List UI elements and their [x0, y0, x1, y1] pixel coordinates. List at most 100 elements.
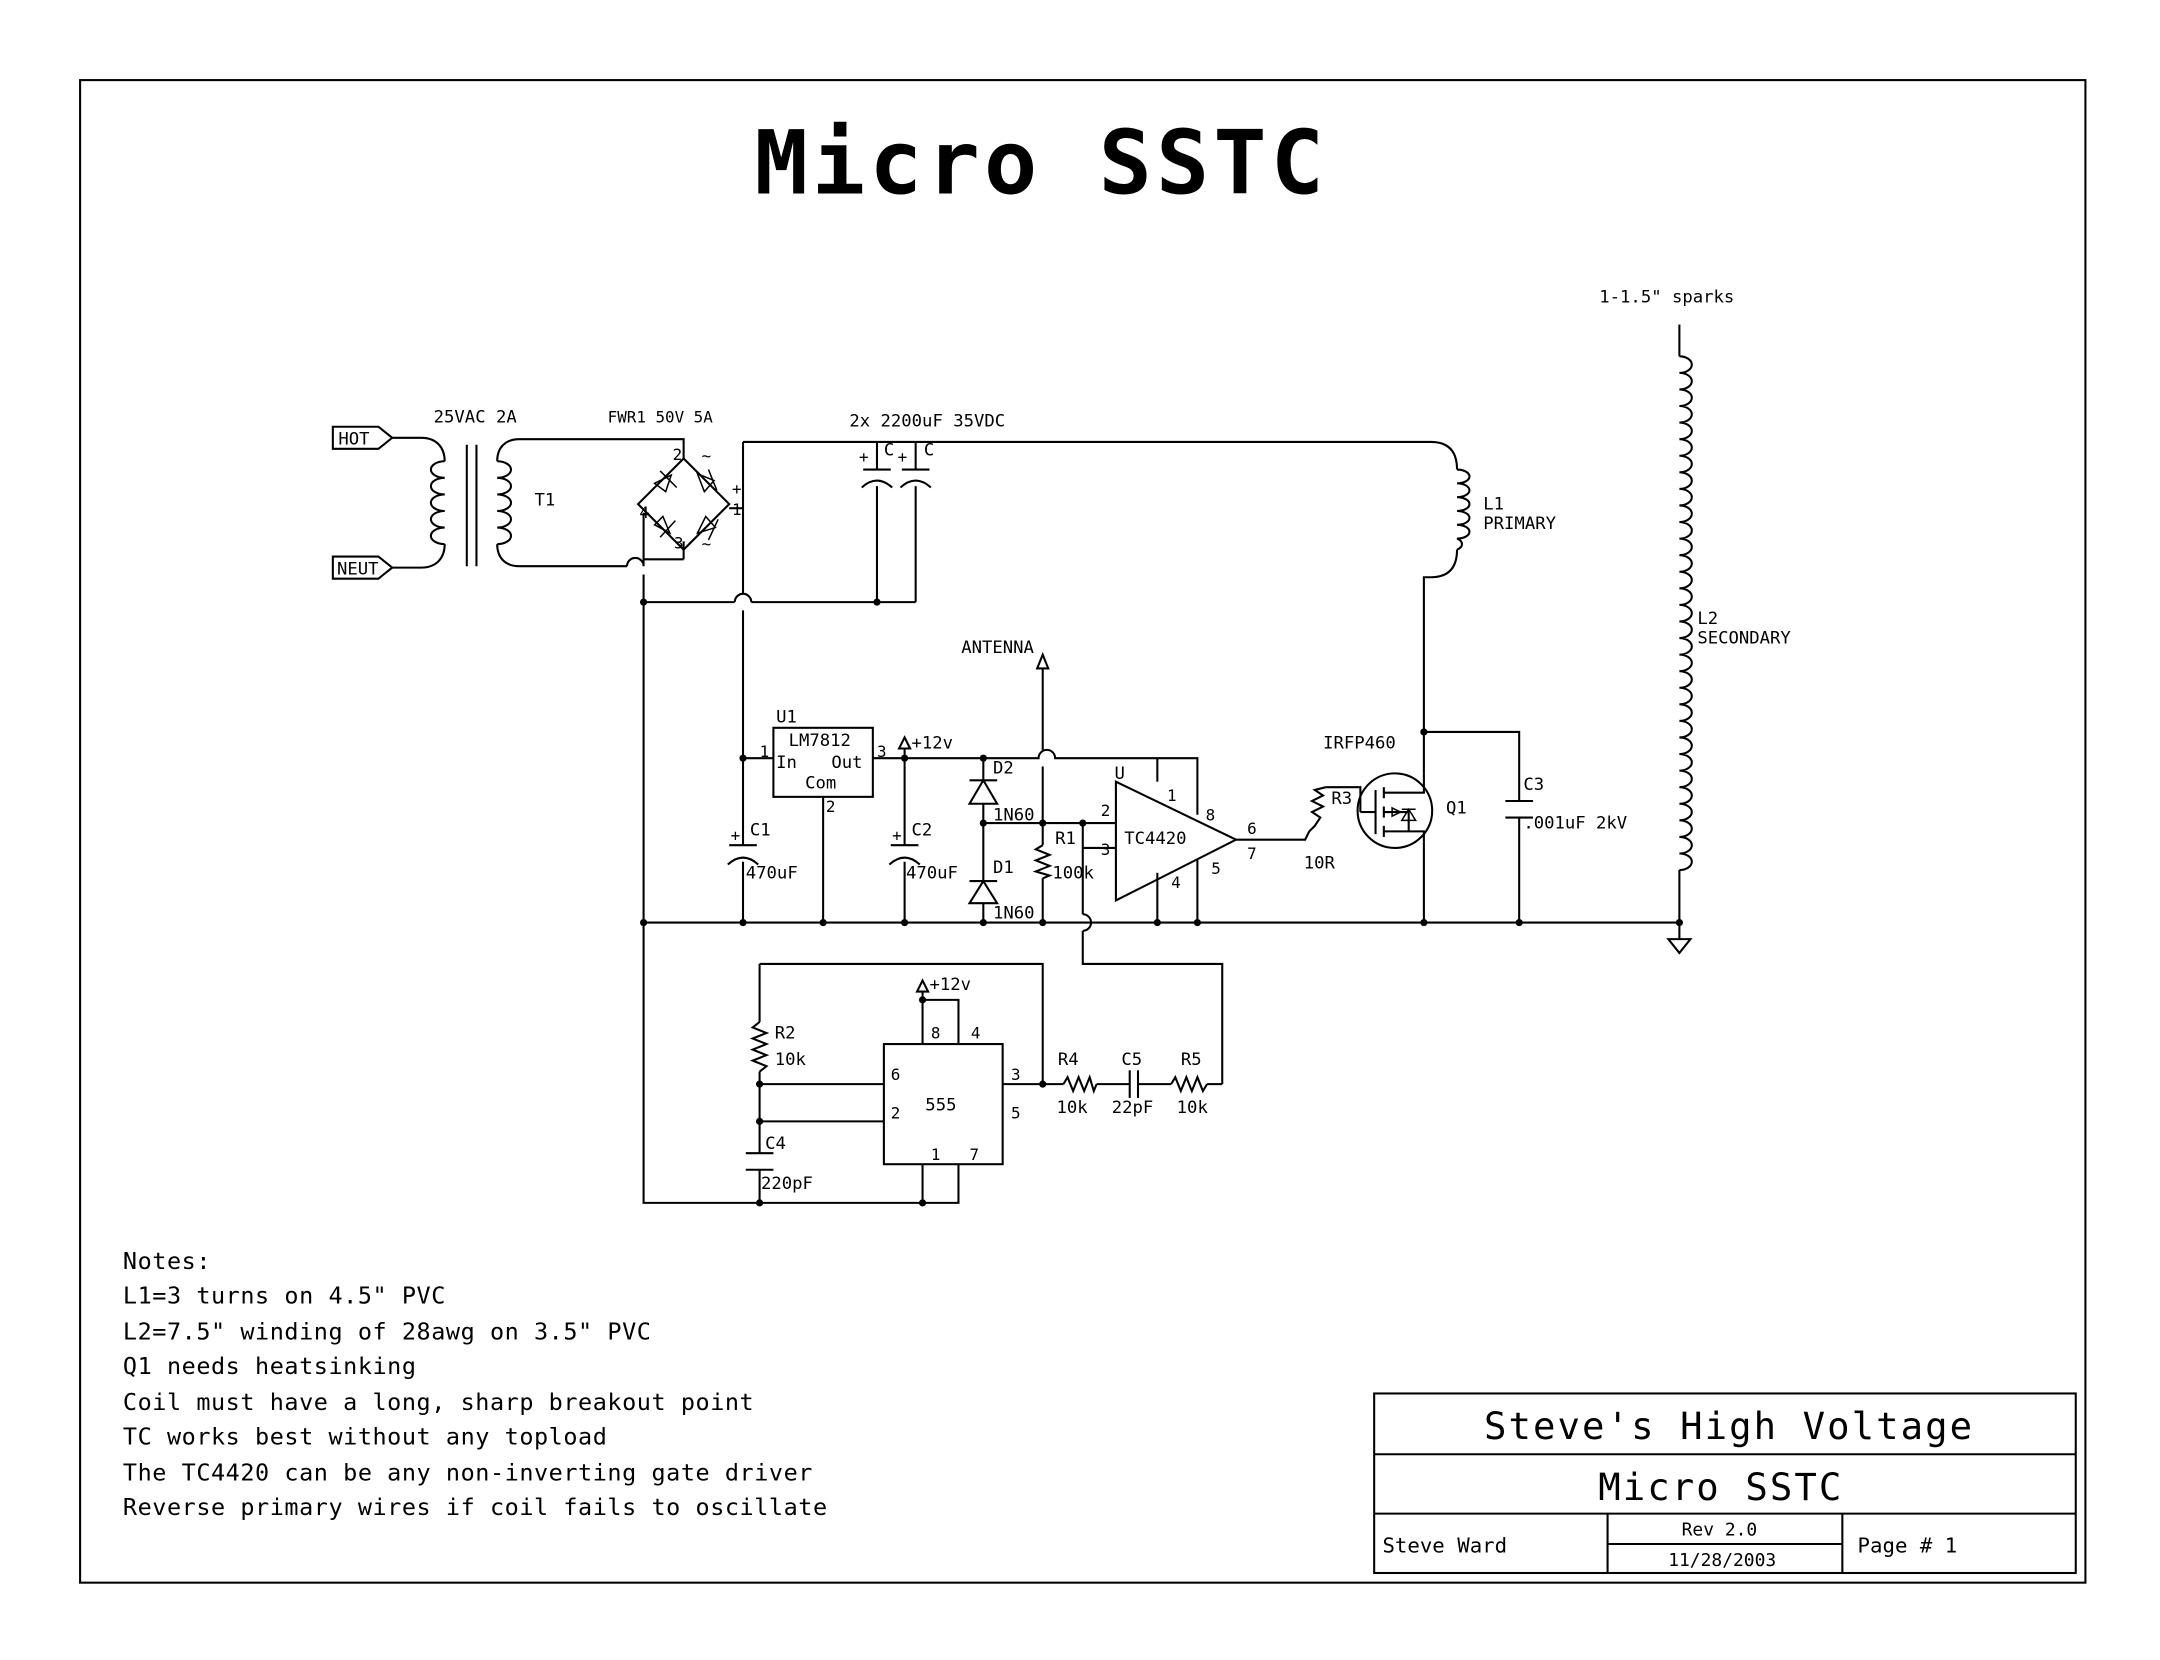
svg-text:+12v: +12v — [929, 975, 971, 995]
svg-text:+: + — [859, 448, 869, 467]
svg-text:10k: 10k — [1057, 1098, 1089, 1118]
notes-line: Reverse primary wires if coil fails to o… — [123, 1493, 828, 1521]
capacitor-c5: C5 22pF — [1112, 1050, 1154, 1118]
title-block: Steve's High Voltage Micro SSTC Steve Wa… — [1373, 1392, 2077, 1575]
svg-text:2: 2 — [826, 797, 836, 816]
svg-text:L2: L2 — [1697, 609, 1718, 629]
plus12v-flag-555: +12v — [915, 975, 971, 995]
svg-text:C: C — [884, 441, 894, 461]
notes-line: The TC4420 can be any non-inverting gate… — [123, 1458, 813, 1486]
svg-text:HOT: HOT — [338, 430, 369, 450]
svg-text:3: 3 — [1011, 1065, 1021, 1084]
svg-text:+: + — [732, 479, 742, 498]
capacitor-c4: C4 220pF — [745, 1134, 813, 1194]
notes-line: Coil must have a long, sharp breakout po… — [123, 1388, 754, 1416]
notes-line: L2=7.5" winding of 28awg on 3.5" PVC — [123, 1318, 652, 1346]
resistor-r5: R5 10k — [1170, 1050, 1209, 1118]
capacitor-c2: + C2 470uF — [888, 821, 958, 883]
svg-text:C1: C1 — [750, 821, 771, 841]
svg-text:C4: C4 — [765, 1134, 786, 1154]
diode-d1: D1 1N60 — [967, 858, 1035, 923]
svg-text:SECONDARY: SECONDARY — [1697, 629, 1791, 649]
svg-text:3: 3 — [877, 742, 887, 761]
svg-text:470uF: 470uF — [906, 863, 958, 883]
svg-text:6: 6 — [1247, 819, 1257, 838]
svg-text:2x 2200uF 35VDC: 2x 2200uF 35VDC — [849, 412, 1005, 432]
svg-text:FWR1 50V 5A: FWR1 50V 5A — [608, 408, 714, 427]
svg-text:Q1: Q1 — [1446, 798, 1467, 818]
sheet-border — [79, 79, 2087, 1584]
svg-text:D2: D2 — [993, 758, 1014, 778]
svg-text:U1: U1 — [776, 707, 797, 727]
svg-text:1-1.5" sparks: 1-1.5" sparks — [1599, 287, 1734, 307]
svg-text:Out: Out — [831, 753, 862, 773]
svg-text:NEUT: NEUT — [337, 560, 379, 580]
svg-text:In: In — [776, 753, 797, 773]
svg-text:220pF: 220pF — [761, 1174, 813, 1194]
svg-text:L1: L1 — [1483, 495, 1504, 515]
hot-port: HOT — [331, 425, 394, 450]
svg-text:C: C — [924, 441, 934, 461]
svg-text:R3: R3 — [1331, 789, 1352, 809]
svg-text:R1: R1 — [1055, 829, 1076, 849]
antenna-symbol: ANTENNA — [961, 638, 1050, 670]
notes-line: TC works best without any topload — [123, 1423, 608, 1451]
neut-port: NEUT — [331, 555, 394, 580]
wires — [392, 324, 1681, 1204]
title-block-rev: Rev 2.0 — [1682, 1520, 1758, 1541]
svg-text:R5: R5 — [1181, 1050, 1202, 1070]
bridge-rectifier: FWR1 50V 5A 2 4 1 3 ~ ~ + — [608, 408, 742, 554]
svg-text:~: ~ — [702, 535, 712, 554]
svg-text:Com: Com — [805, 774, 836, 794]
svg-text:4: 4 — [639, 503, 649, 522]
svg-text:R2: R2 — [775, 1024, 796, 1044]
svg-text:+12v: +12v — [912, 734, 954, 754]
secondary-coil-l2: 1-1.5" sparks L2 SECONDARY — [1599, 287, 1791, 955]
bulk-capacitors: + + C C 2x 2200uF 35VDC — [849, 412, 1005, 489]
gate-driver-tc4420: TC4420 U 2 3 1 8 4 6 7 5 — [1101, 764, 1257, 903]
svg-text:25VAC 2A: 25VAC 2A — [434, 408, 518, 428]
notes-line: Q1 needs heatsinking — [123, 1352, 417, 1380]
svg-text:R4: R4 — [1058, 1050, 1079, 1070]
svg-text:C2: C2 — [912, 821, 933, 841]
svg-text:.001uF 2kV: .001uF 2kV — [1523, 814, 1627, 834]
resistor-r3: R3 10R — [1304, 786, 1352, 874]
plus12v-flag: +12v — [897, 734, 954, 759]
svg-text:10k: 10k — [1177, 1098, 1209, 1118]
regulator-u1: U1 LM7812 In Out Com 1 2 3 — [760, 707, 887, 816]
svg-text:2: 2 — [1101, 801, 1111, 820]
svg-text:T1: T1 — [534, 490, 555, 510]
svg-text:555: 555 — [925, 1095, 956, 1115]
svg-text:100k: 100k — [1052, 863, 1094, 883]
svg-text:22pF: 22pF — [1112, 1098, 1154, 1118]
svg-text:1: 1 — [1167, 786, 1177, 805]
svg-text:1N60: 1N60 — [993, 903, 1035, 923]
svg-text:~: ~ — [702, 446, 712, 465]
svg-text:10R: 10R — [1304, 854, 1336, 874]
diode-d2: D2 1N60 — [967, 758, 1035, 825]
svg-text:U: U — [1115, 764, 1125, 784]
svg-text:4: 4 — [971, 1024, 981, 1043]
svg-text:8: 8 — [1206, 805, 1216, 824]
svg-text:7: 7 — [970, 1145, 980, 1164]
title-block-author: Steve Ward — [1382, 1533, 1507, 1557]
svg-text:1: 1 — [732, 500, 742, 519]
svg-text:+: + — [892, 826, 902, 845]
svg-text:IRFP460: IRFP460 — [1323, 734, 1396, 754]
svg-text:470uF: 470uF — [746, 863, 798, 883]
timer-555: 555 8 4 6 2 3 5 1 7 — [882, 1021, 1021, 1166]
title-block-company: Steve's High Voltage — [1484, 1404, 1974, 1448]
notes-line: L1=3 turns on 4.5" PVC — [123, 1282, 446, 1310]
primary-coil-l1: L1 PRIMARY — [1456, 468, 1557, 551]
svg-text:PRIMARY: PRIMARY — [1483, 514, 1556, 534]
schematic-title: Micro SSTC — [755, 111, 1329, 214]
svg-text:3: 3 — [1101, 840, 1111, 859]
svg-text:2: 2 — [891, 1104, 901, 1123]
svg-text:LM7812: LM7812 — [789, 731, 851, 751]
title-block-page: Page # 1 — [1858, 1533, 1958, 1557]
svg-text:TC4420: TC4420 — [1124, 829, 1186, 849]
svg-text:10k: 10k — [775, 1050, 807, 1070]
transformer-t1: 25VAC 2A T1 — [429, 408, 555, 567]
svg-text:1: 1 — [760, 742, 770, 761]
